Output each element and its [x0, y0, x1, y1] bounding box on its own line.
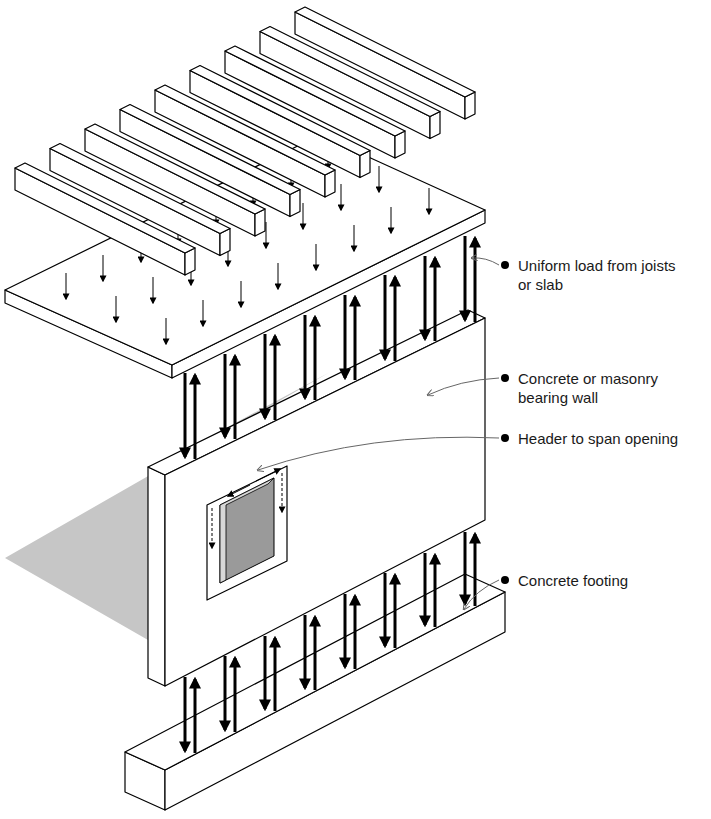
wall-top-load-arrows — [185, 236, 475, 459]
callout-label: Concrete footing — [518, 571, 688, 590]
callout-label: Concrete or masonry bearing wall — [518, 369, 688, 407]
callout-label: Header to span opening — [518, 429, 688, 448]
callout-leaders — [258, 258, 509, 609]
header-arrows — [212, 469, 282, 548]
bearing-wall — [148, 310, 485, 686]
callout-label: Uniform load from joists or slab — [518, 256, 688, 294]
joists — [15, 7, 475, 275]
wall-opening — [207, 466, 287, 600]
